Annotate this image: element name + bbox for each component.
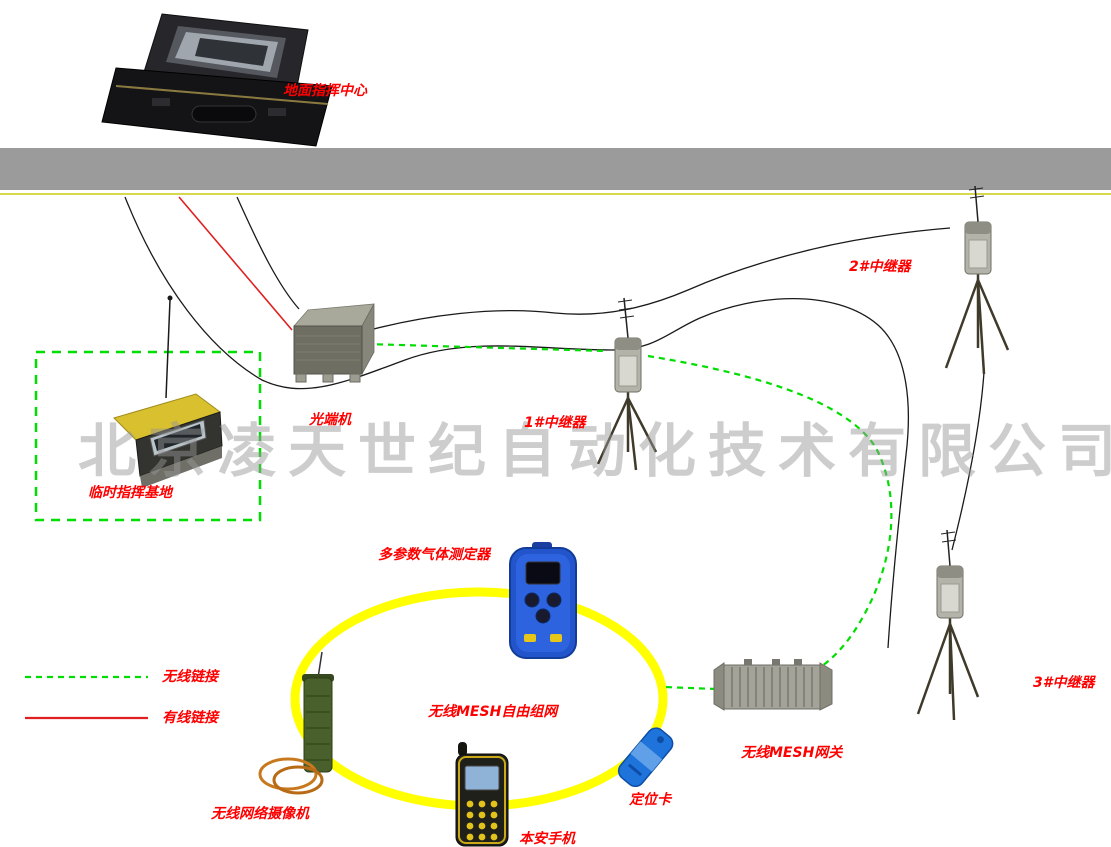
wired-link-line — [178, 196, 293, 331]
camera-illustration — [258, 651, 334, 795]
tunnel-wall-upper — [361, 227, 951, 333]
repeater3-illustration — [916, 529, 980, 721]
repeater3-label: 3#中继器 — [1033, 675, 1095, 691]
tunnel-wall-right — [951, 371, 985, 551]
tunnel-wall-left — [236, 196, 300, 310]
tunnel-outline — [124, 196, 985, 649]
legend-wired-label: 有线链接 — [162, 710, 218, 726]
ground-command-center-illustration — [101, 13, 333, 147]
ground-center-label: 地面指挥中心 — [283, 83, 367, 99]
wireless-link-gateway-ring — [663, 685, 717, 691]
repeater1-illustration — [596, 297, 658, 471]
phone-illustration — [455, 742, 509, 847]
repeater2-illustration — [944, 185, 1010, 375]
gas-detector-label: 多参数气体测定器 — [378, 547, 490, 563]
wireless-links — [25, 342, 893, 691]
wireless-link-repeater1-gateway — [647, 354, 893, 677]
mesh-gateway-label: 无线MESH网关 — [741, 745, 843, 761]
repeater2-label: 2#中继器 — [849, 259, 911, 275]
locator-card-illustration — [617, 727, 674, 788]
optical-terminal-illustration — [293, 303, 375, 383]
ground-surface-line — [0, 193, 1111, 195]
locator-card-label: 定位卡 — [629, 792, 671, 808]
optical-terminal-label: 光端机 — [309, 412, 351, 428]
repeater1-label: 1#中继器 — [524, 415, 586, 431]
tunnel-wall-main — [124, 196, 910, 649]
camera-label: 无线网络摄像机 — [211, 806, 309, 822]
temp-base-illustration — [113, 295, 223, 488]
legend-wireless-label: 无线链接 — [162, 669, 218, 685]
wireless-link-optical-repeater1 — [365, 342, 607, 353]
mesh-ring-label: 无线MESH自由组网 — [428, 704, 558, 720]
temp-base-label: 临时指挥基地 — [88, 485, 172, 501]
temp-base-dashed-box — [34, 350, 262, 522]
phone-label: 本安手机 — [519, 831, 575, 847]
ground-surface-bar — [0, 148, 1111, 190]
gas-detector-illustration — [509, 542, 577, 659]
mesh-gateway-illustration — [713, 659, 833, 711]
